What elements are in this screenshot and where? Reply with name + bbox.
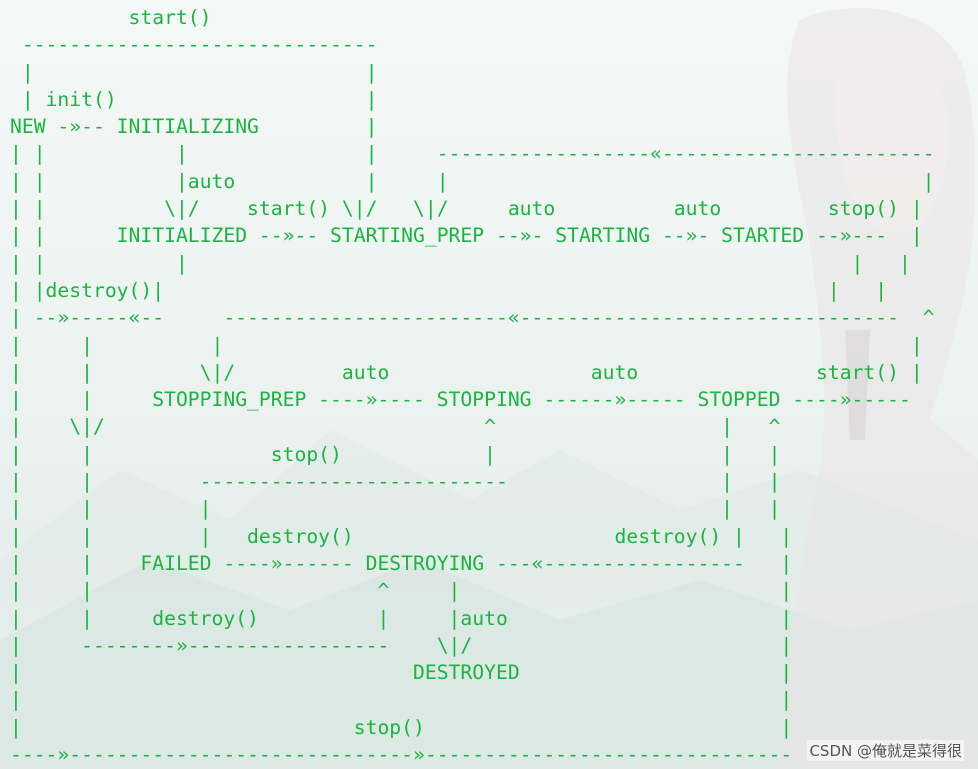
- diagram-line: | | | |: [10, 333, 923, 357]
- diagram-line: start(): [10, 6, 212, 29]
- lifecycle-state-diagram: start() ------------------------------ |…: [10, 4, 935, 768]
- diagram-line: NEW -»-- INITIALIZING |: [10, 115, 378, 139]
- diagram-line: | | stop() | | |: [10, 442, 781, 466]
- diagram-line: | | | | |: [10, 251, 911, 275]
- diagram-line: | | FAILED ----»------ DESTROYING ---«--…: [10, 551, 793, 575]
- diagram-line: | |destroy()| | |: [10, 278, 888, 302]
- diagram-line: | | STOPPING_PREP ----»---- STOPPING ---…: [10, 388, 911, 412]
- diagram-line: | stop() |: [10, 715, 793, 739]
- diagram-line: | | | | ------------------«-------------…: [10, 142, 935, 166]
- diagram-line: | | ^ | |: [10, 579, 793, 603]
- diagram-line: | --------»----------------- \|/ |: [10, 633, 793, 657]
- diagram-line: | | | | |: [10, 497, 781, 521]
- watermark: CSDN @俺就是菜得很: [807, 740, 964, 761]
- diagram-line: ------------------------------: [10, 33, 378, 57]
- diagram-line: | | \|/ start() \|/ \|/ auto auto stop()…: [10, 197, 923, 221]
- diagram-line: ----»-----------------------------»-----…: [10, 743, 793, 767]
- diagram-line: | |: [10, 60, 378, 84]
- diagram-line: | DESTROYED |: [10, 661, 793, 685]
- diagram-line: | \|/ ^ | ^: [10, 415, 781, 439]
- diagram-line: | | INITIALIZED --»-- STARTING_PREP --»-…: [10, 224, 923, 248]
- diagram-line: | init() |: [10, 87, 378, 111]
- diagram-line: | | |auto | | |: [10, 169, 935, 193]
- diagram-line: | | -------------------------- | |: [10, 470, 781, 494]
- diagram-line: | | destroy() | |auto |: [10, 606, 793, 630]
- diagram-line: | |: [10, 688, 793, 712]
- diagram-line: | | \|/ auto auto start() |: [10, 360, 923, 384]
- diagram-line: | --»-----«-- ------------------------«-…: [10, 306, 935, 330]
- diagram-line: | | | destroy() destroy() | |: [10, 524, 793, 548]
